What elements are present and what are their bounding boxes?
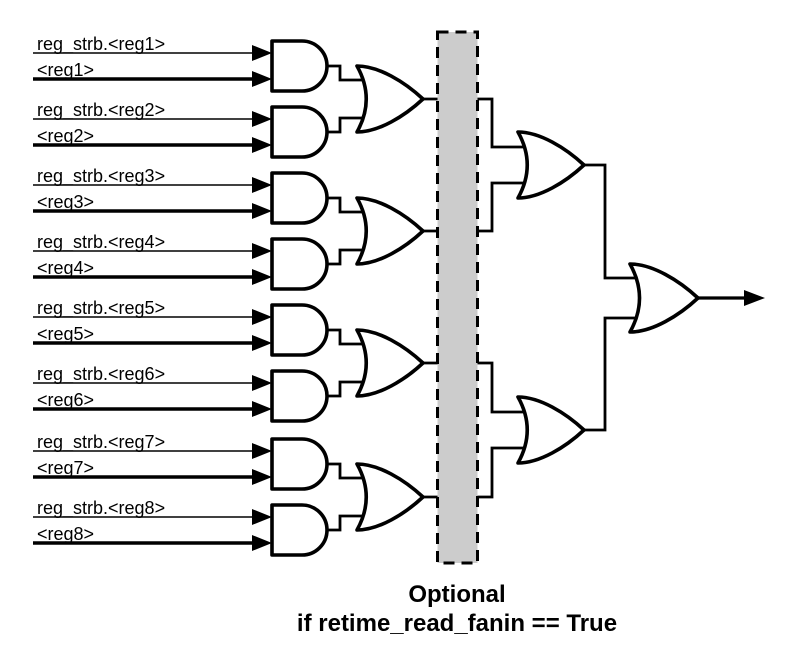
input-label-value-6: <reg6> <box>37 390 94 410</box>
caption-condition: if retime_read_fanin == True <box>297 610 617 637</box>
and-gate-1 <box>270 39 329 93</box>
input-label-strobe-3: reg_strb.<reg3> <box>37 166 165 187</box>
input-arrowhead-value-7 <box>252 469 272 485</box>
input-label-value-1: <reg1> <box>37 60 94 80</box>
input-arrowhead-strobe-6 <box>252 375 272 391</box>
connector-and4-to-or <box>327 248 366 266</box>
input-label-value-5: <reg5> <box>37 324 94 344</box>
and-gate-7 <box>270 437 329 491</box>
input-arrowhead-strobe-4 <box>252 243 272 259</box>
input-label-strobe-2: reg_strb.<reg2> <box>37 100 165 121</box>
connector-and3-to-or <box>327 196 366 214</box>
connector-and5-to-or <box>327 328 366 346</box>
input-label-value-8: <reg8> <box>37 524 94 544</box>
input-label-strobe-6: reg_strb.<reg6> <box>37 364 165 385</box>
input-label-value-7: <reg7> <box>37 458 94 478</box>
output-arrowhead <box>744 290 765 306</box>
input-label-strobe-1: reg_strb.<reg1> <box>37 34 165 55</box>
or-gate-stage3-1 <box>516 130 586 200</box>
connector-and6-to-or <box>327 380 366 398</box>
connector-and1-to-or <box>327 64 366 82</box>
connector-retime-to-or5-a <box>477 97 532 149</box>
connector-retime-to-or6-a <box>477 361 532 414</box>
input-label-strobe-7: reg_strb.<reg7> <box>37 432 165 453</box>
input-label-value-2: <reg2> <box>37 126 94 146</box>
input-arrowhead-value-2 <box>252 137 272 153</box>
and-gate-6 <box>270 369 329 423</box>
input-arrowhead-strobe-1 <box>252 45 272 61</box>
input-label-strobe-8: reg_strb.<reg8> <box>37 498 165 519</box>
input-arrowhead-strobe-5 <box>252 309 272 325</box>
retime-register-box <box>436 30 479 565</box>
connector-retime-to-or5-b <box>477 181 532 233</box>
and-gate-4 <box>270 237 329 291</box>
input-arrowhead-value-5 <box>252 335 272 351</box>
connector-retime-to-or6-b <box>477 446 532 499</box>
connector-and8-to-or <box>327 514 366 532</box>
input-label-value-4: <reg4> <box>37 258 94 278</box>
input-arrowhead-strobe-7 <box>252 443 272 459</box>
input-label-value-3: <reg3> <box>37 192 94 212</box>
input-arrowhead-value-3 <box>252 203 272 219</box>
connector-or6-to-final <box>584 316 650 432</box>
connector-and2-to-or <box>327 116 366 134</box>
and-gate-8 <box>270 503 329 557</box>
input-arrowhead-value-4 <box>252 269 272 285</box>
and-gate-2 <box>270 105 329 159</box>
or-gate-stage2-2 <box>355 196 425 266</box>
input-label-strobe-5: reg_strb.<reg5> <box>37 298 165 319</box>
or-gate-stage2-1 <box>355 64 425 134</box>
input-arrowhead-value-8 <box>252 535 272 551</box>
or-gate-final <box>628 262 700 334</box>
or-gate-stage2-3 <box>355 328 425 398</box>
or-gate-stage3-2 <box>516 395 586 465</box>
connector-and7-to-or <box>327 462 366 480</box>
connector-or5-to-final <box>584 163 650 280</box>
input-label-strobe-4: reg_strb.<reg4> <box>37 232 165 253</box>
input-arrowhead-strobe-8 <box>252 509 272 525</box>
and-gate-5 <box>270 303 329 357</box>
caption-optional: Optional <box>408 581 505 608</box>
and-gate-3 <box>270 171 329 225</box>
input-arrowhead-value-6 <box>252 401 272 417</box>
input-arrowhead-value-1 <box>252 71 272 87</box>
input-arrowhead-strobe-2 <box>252 111 272 127</box>
input-arrowhead-strobe-3 <box>252 177 272 193</box>
or-gate-stage2-4 <box>355 462 425 532</box>
